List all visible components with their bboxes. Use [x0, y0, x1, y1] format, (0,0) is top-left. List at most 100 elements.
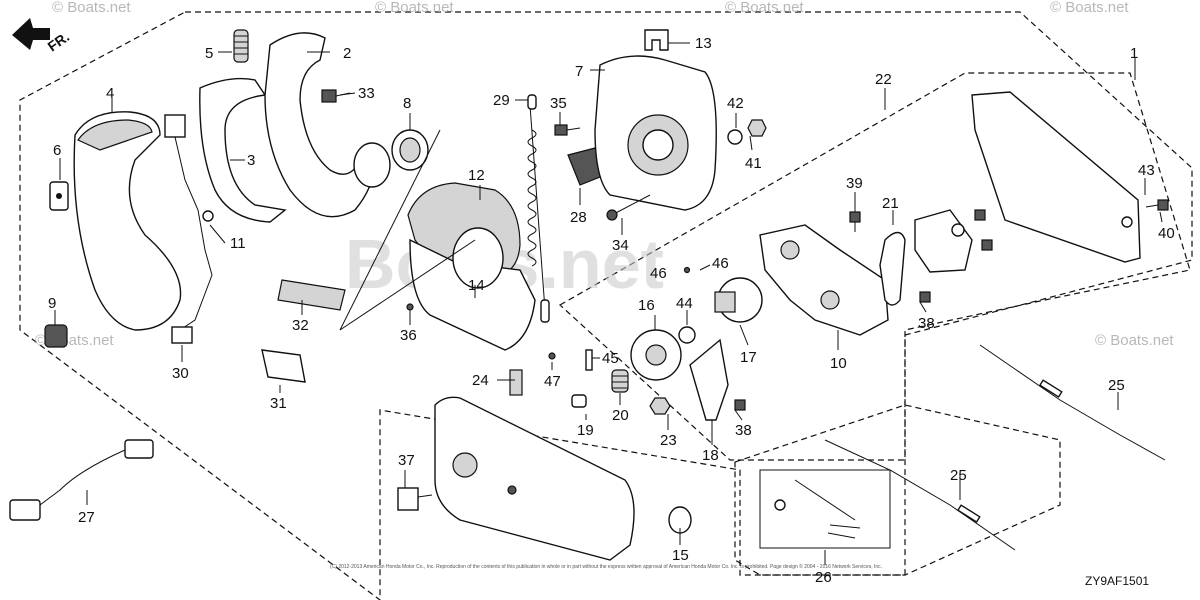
- part-switch-plate: [914, 209, 973, 273]
- part-12-opening: [452, 227, 504, 289]
- callout-6: 6: [53, 142, 61, 159]
- part-21-arm: [879, 231, 906, 306]
- leader-lines: [54, 42, 1163, 565]
- callout-37: 37: [398, 452, 415, 469]
- callout-38-lower: 38: [735, 422, 752, 439]
- part-47-ball: [548, 352, 556, 360]
- part-cover-hole: [452, 452, 478, 478]
- part-24-tab: [509, 369, 523, 396]
- part-42-washer: [727, 129, 743, 145]
- callout-5: 5: [205, 45, 213, 62]
- part-29-spring-cable: [527, 94, 550, 323]
- part-20-spring: [611, 369, 629, 393]
- part-harness-wire: [174, 136, 213, 331]
- callout-21: 21: [882, 195, 899, 212]
- callout-14: 14: [468, 277, 485, 294]
- part-14-case-lower: [409, 238, 536, 351]
- callout-26: 26: [815, 569, 832, 586]
- part-38-bolt-lower: [734, 399, 746, 411]
- part-13-clip: [644, 29, 669, 51]
- watermark-right: © Boats.net: [1095, 332, 1174, 349]
- watermark-top-right: © Boats.net: [725, 0, 804, 16]
- callout-36: 36: [400, 327, 417, 344]
- callout-41: 41: [745, 155, 762, 172]
- part-19-pin: [571, 394, 587, 408]
- callout-18: 18: [702, 447, 719, 464]
- part-26-kit: [774, 479, 861, 539]
- callout-16: 16: [638, 297, 655, 314]
- part-43-grommet: [1121, 216, 1133, 228]
- part-5-spring: [233, 29, 249, 63]
- part-26-kit-box: [759, 469, 891, 549]
- part-7-bore: [642, 129, 674, 161]
- part-18-lever: [689, 338, 729, 421]
- part-46-ball: [683, 266, 691, 274]
- part-9-cap: [44, 324, 68, 348]
- callout-20: 20: [612, 407, 629, 424]
- callout-4: 4: [106, 85, 114, 102]
- part-23-nut: [649, 397, 671, 415]
- diagram-code: ZY9AF1501: [1085, 574, 1149, 588]
- callout-15: 15: [672, 547, 689, 564]
- part-10-hole-a: [780, 240, 800, 260]
- outline-cover-22: [558, 72, 1191, 461]
- part-2-shaft: [353, 142, 391, 188]
- callout-35: 35: [550, 95, 567, 112]
- callout-25-lower: 25: [950, 467, 967, 484]
- front-arrow-icon: [12, 18, 50, 50]
- part-roller: [951, 223, 965, 237]
- callout-29: 29: [493, 92, 510, 109]
- part-34-screw: [606, 194, 651, 221]
- callout-34: 34: [612, 237, 629, 254]
- part-10-bracket: [759, 224, 889, 336]
- callout-7: 7: [575, 63, 583, 80]
- callout-19: 19: [577, 422, 594, 439]
- callout-10: 10: [830, 355, 847, 372]
- part-6-screw-icon: [56, 193, 62, 199]
- watermark-top-far: © Boats.net: [1050, 0, 1129, 16]
- callout-42: 42: [727, 95, 744, 112]
- part-housing-cover: [434, 396, 635, 561]
- callout-28: 28: [570, 209, 587, 226]
- callout-39: 39: [846, 175, 863, 192]
- part-connector-top: [164, 114, 186, 138]
- watermark-top-mid: © Boats.net: [375, 0, 454, 16]
- part-25-cable-lower: [824, 439, 1016, 551]
- callouts: 1 2 3 4 5 6 7 8 9 10 11 12 13 14 15 16 1…: [48, 35, 1175, 586]
- copyright-notice: (C) 2012-2013 American Honda Motor Co., …: [330, 563, 882, 570]
- part-35-bolt: [554, 124, 581, 136]
- part-33-bolt: [321, 89, 351, 103]
- part-4-grip: [73, 111, 182, 331]
- part-25-cable-upper: [979, 344, 1166, 461]
- part-40-screw: [1145, 199, 1169, 211]
- part-36-screw: [406, 303, 414, 311]
- callout-45: 45: [602, 350, 619, 367]
- callout-2: 2: [343, 45, 351, 62]
- callout-9: 9: [48, 295, 56, 312]
- part-11-clip: [202, 210, 214, 222]
- callout-17: 17: [740, 349, 757, 366]
- outline-cable-group: [734, 404, 1061, 576]
- part-3-frame: [199, 77, 287, 223]
- callout-1: 1: [1130, 45, 1138, 62]
- part-39-bolt: [849, 211, 861, 232]
- part-37-bolt: [397, 487, 433, 511]
- part-2-handle: [264, 32, 375, 218]
- callout-22: 22: [875, 71, 892, 88]
- part-4-top: [77, 119, 153, 151]
- callout-31: 31: [270, 395, 287, 412]
- callout-33: 33: [358, 85, 375, 102]
- callout-13: 13: [695, 35, 712, 52]
- callout-8: 8: [403, 95, 411, 112]
- callout-30: 30: [172, 365, 189, 382]
- part-44-ring: [678, 326, 696, 344]
- part-30-connector: [171, 326, 193, 344]
- callout-11: 11: [230, 235, 246, 252]
- callout-23: 23: [660, 432, 677, 449]
- callout-38-upper: 38: [918, 315, 935, 332]
- callout-24: 24: [472, 372, 489, 389]
- part-17-shaft: [714, 291, 736, 313]
- callout-27: 27: [78, 509, 95, 526]
- part-cover-hole-small: [507, 485, 517, 495]
- part-1-cover: [971, 91, 1141, 263]
